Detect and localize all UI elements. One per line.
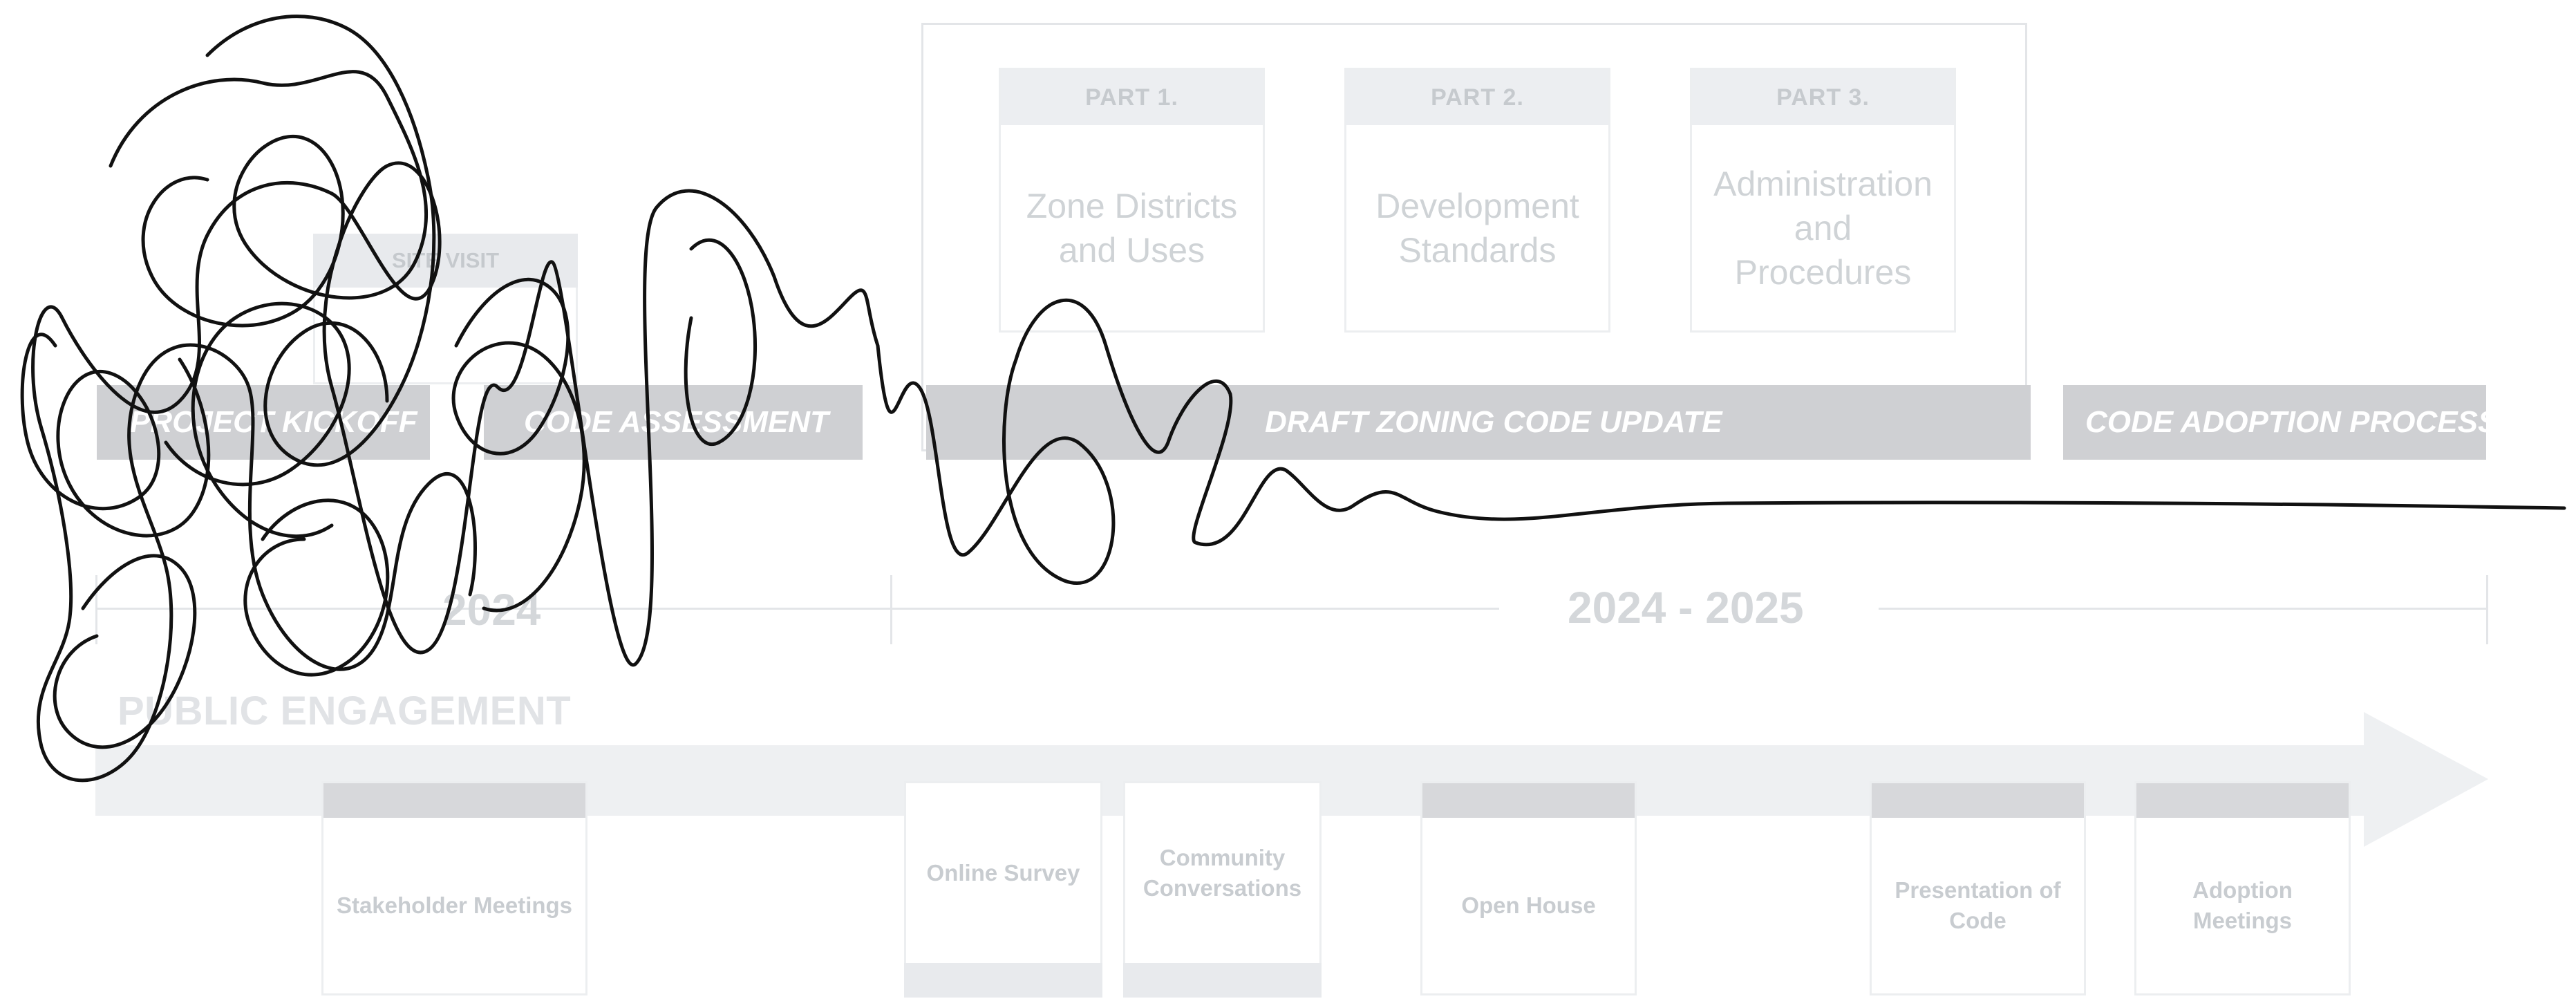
card-header: [323, 783, 585, 818]
engagement-card-presentation-of-code: Presentation of Code: [1870, 781, 2086, 995]
engagement-card-stakeholder: Stakeholder Meetings: [321, 781, 587, 995]
card-label: Adoption Meetings: [2192, 877, 2293, 933]
card-header: [1422, 783, 1635, 818]
card-label: Open House: [1461, 892, 1596, 918]
engagement-card-adoption-meetings: Adoption Meetings: [2134, 781, 2351, 995]
part-heading: PART 2.: [1346, 70, 1608, 125]
card-label: Online Survey: [926, 860, 1080, 886]
card-header: [1872, 783, 2084, 818]
part-heading: PART 3.: [1692, 70, 1954, 125]
card-label: Presentation of Code: [1895, 877, 2061, 933]
engagement-card-community-conversations: Community Conversations: [1123, 781, 1322, 998]
card-label: Community Conversations: [1143, 845, 1302, 901]
card-header: [2136, 783, 2349, 818]
card-label: Stakeholder Meetings: [336, 892, 573, 918]
card-footer: [904, 963, 1102, 998]
part-heading: PART 1.: [1001, 70, 1263, 125]
engagement-card-online-survey: Online Survey: [904, 781, 1102, 998]
card-footer: [1123, 963, 1322, 998]
engagement-card-open-house: Open House: [1420, 781, 1637, 995]
